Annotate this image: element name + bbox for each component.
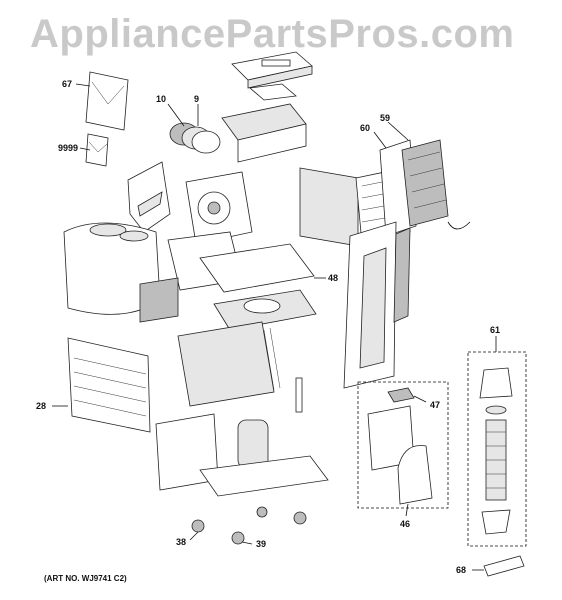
callout-39: 39 [256, 539, 266, 549]
label-part [85, 133, 109, 167]
exhaust-hose-kit-part [467, 351, 527, 547]
caster-parts [191, 506, 307, 545]
manual-part [85, 71, 129, 131]
callout-60: 60 [360, 123, 370, 133]
callout-48: 48 [328, 273, 338, 283]
rear-panel-part [343, 221, 411, 389]
callout-38: 38 [176, 537, 186, 547]
callout-47: 47 [430, 400, 440, 410]
callout-46: 46 [400, 519, 410, 529]
side-panel-left-part [127, 161, 171, 233]
compressor-base-part [155, 413, 329, 497]
filter-discs-part [169, 122, 221, 154]
callout-68: 68 [456, 565, 466, 575]
callout-67: 67 [62, 79, 72, 89]
condenser-part [177, 321, 303, 413]
water-tank-kit-part [357, 381, 449, 509]
callout-59: 59 [380, 113, 390, 123]
top-cover-part [221, 51, 313, 163]
remote-control-part [483, 555, 525, 577]
watermark: AppliancePartsPros.com [30, 12, 515, 56]
art-number: (ART NO. WJ9741 C2) [44, 574, 127, 583]
drain-pan-part [199, 243, 317, 331]
callout-10: 10 [156, 94, 166, 104]
rear-filter-part [379, 139, 471, 237]
callout-28: 28 [36, 401, 46, 411]
callout-9999: 9999 [58, 143, 78, 153]
front-cabinet-part [63, 222, 179, 323]
callout-9: 9 [194, 94, 199, 104]
callout-61: 61 [490, 325, 500, 335]
front-grille-part [67, 337, 151, 433]
